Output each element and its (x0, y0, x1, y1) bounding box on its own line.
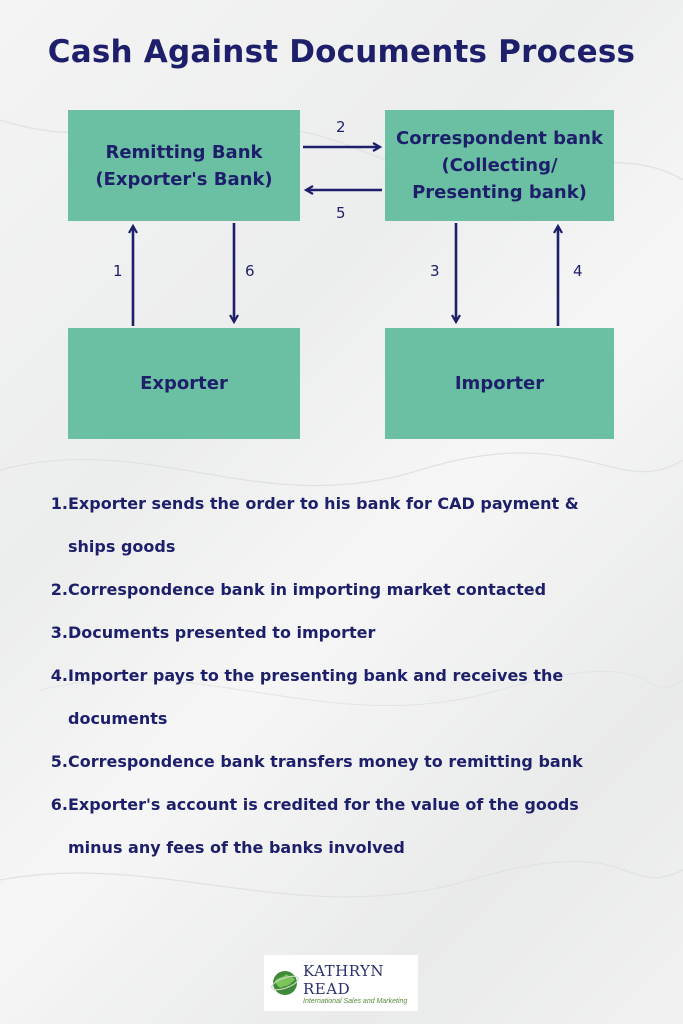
exporter-box: Exporter (68, 328, 300, 439)
kathryn-read-logo: KATHRYN READ International Sales and Mar… (264, 955, 418, 1011)
page-title: Cash Against Documents Process (47, 34, 636, 70)
arrow-label-1: 1 (113, 262, 123, 280)
step-number: 1. (50, 494, 68, 513)
step-item: 4.Importer pays to the presenting bank a… (40, 654, 640, 697)
step-number: 6. (50, 795, 68, 814)
step-text-continuation: ships goods (68, 537, 176, 556)
arrow-label-3: 3 (430, 262, 440, 280)
logo-tagline: International Sales and Marketing (303, 997, 408, 1005)
remitting-bank-box: Remitting Bank (Exporter's Bank) (68, 110, 300, 221)
step-item: 6.Exporter's account is credited for the… (40, 783, 640, 826)
arrow-label-5: 5 (336, 204, 346, 222)
correspondent-bank-box: Correspondent bank (Collecting/ Presenti… (385, 110, 614, 221)
step-item-continuation: documents (40, 697, 640, 740)
step-item-continuation: minus any fees of the banks involved (40, 826, 640, 869)
importer-box: Importer (385, 328, 614, 439)
step-number: 3. (50, 623, 68, 642)
step-text-continuation: minus any fees of the banks involved (68, 838, 405, 857)
correspondent-bank-label: Correspondent bank (396, 128, 603, 149)
step-text-continuation: documents (68, 709, 168, 728)
remitting-bank-label: Remitting Bank (105, 141, 263, 163)
arrow-label-2: 2 (336, 118, 346, 136)
exporter-label: Exporter (140, 373, 228, 394)
step-number: 2. (50, 580, 68, 599)
steps-list: 1.Exporter sends the order to his bank f… (40, 482, 640, 869)
correspondent-bank-sublabel-2: Presenting bank) (412, 182, 587, 203)
step-text: Documents presented to importer (68, 623, 376, 642)
correspondent-bank-sublabel-1: (Collecting/ (441, 155, 558, 176)
step-item: 3.Documents presented to importer (40, 611, 640, 654)
arrow-label-6: 6 (245, 262, 255, 280)
step-text: Importer pays to the presenting bank and… (68, 666, 564, 685)
globe-icon (271, 971, 299, 995)
flow-arrows (0, 0, 683, 326)
logo-name: KATHRYN READ (303, 961, 385, 998)
step-item: 1.Exporter sends the order to his bank f… (40, 482, 640, 525)
step-number: 4. (50, 666, 68, 685)
step-item: 2.Correspondence bank in importing marke… (40, 568, 640, 611)
step-text: Exporter sends the order to his bank for… (68, 494, 579, 513)
step-number: 5. (50, 752, 68, 771)
step-text: Correspondence bank transfers money to r… (68, 752, 583, 771)
step-text: Correspondence bank in importing market … (68, 580, 547, 599)
arrow-label-4: 4 (573, 262, 583, 280)
step-text: Exporter's account is credited for the v… (68, 795, 579, 814)
importer-label: Importer (454, 373, 545, 394)
remitting-bank-sublabel: (Exporter's Bank) (95, 168, 273, 190)
step-item-continuation: ships goods (40, 525, 640, 568)
step-item: 5.Correspondence bank transfers money to… (40, 740, 640, 783)
